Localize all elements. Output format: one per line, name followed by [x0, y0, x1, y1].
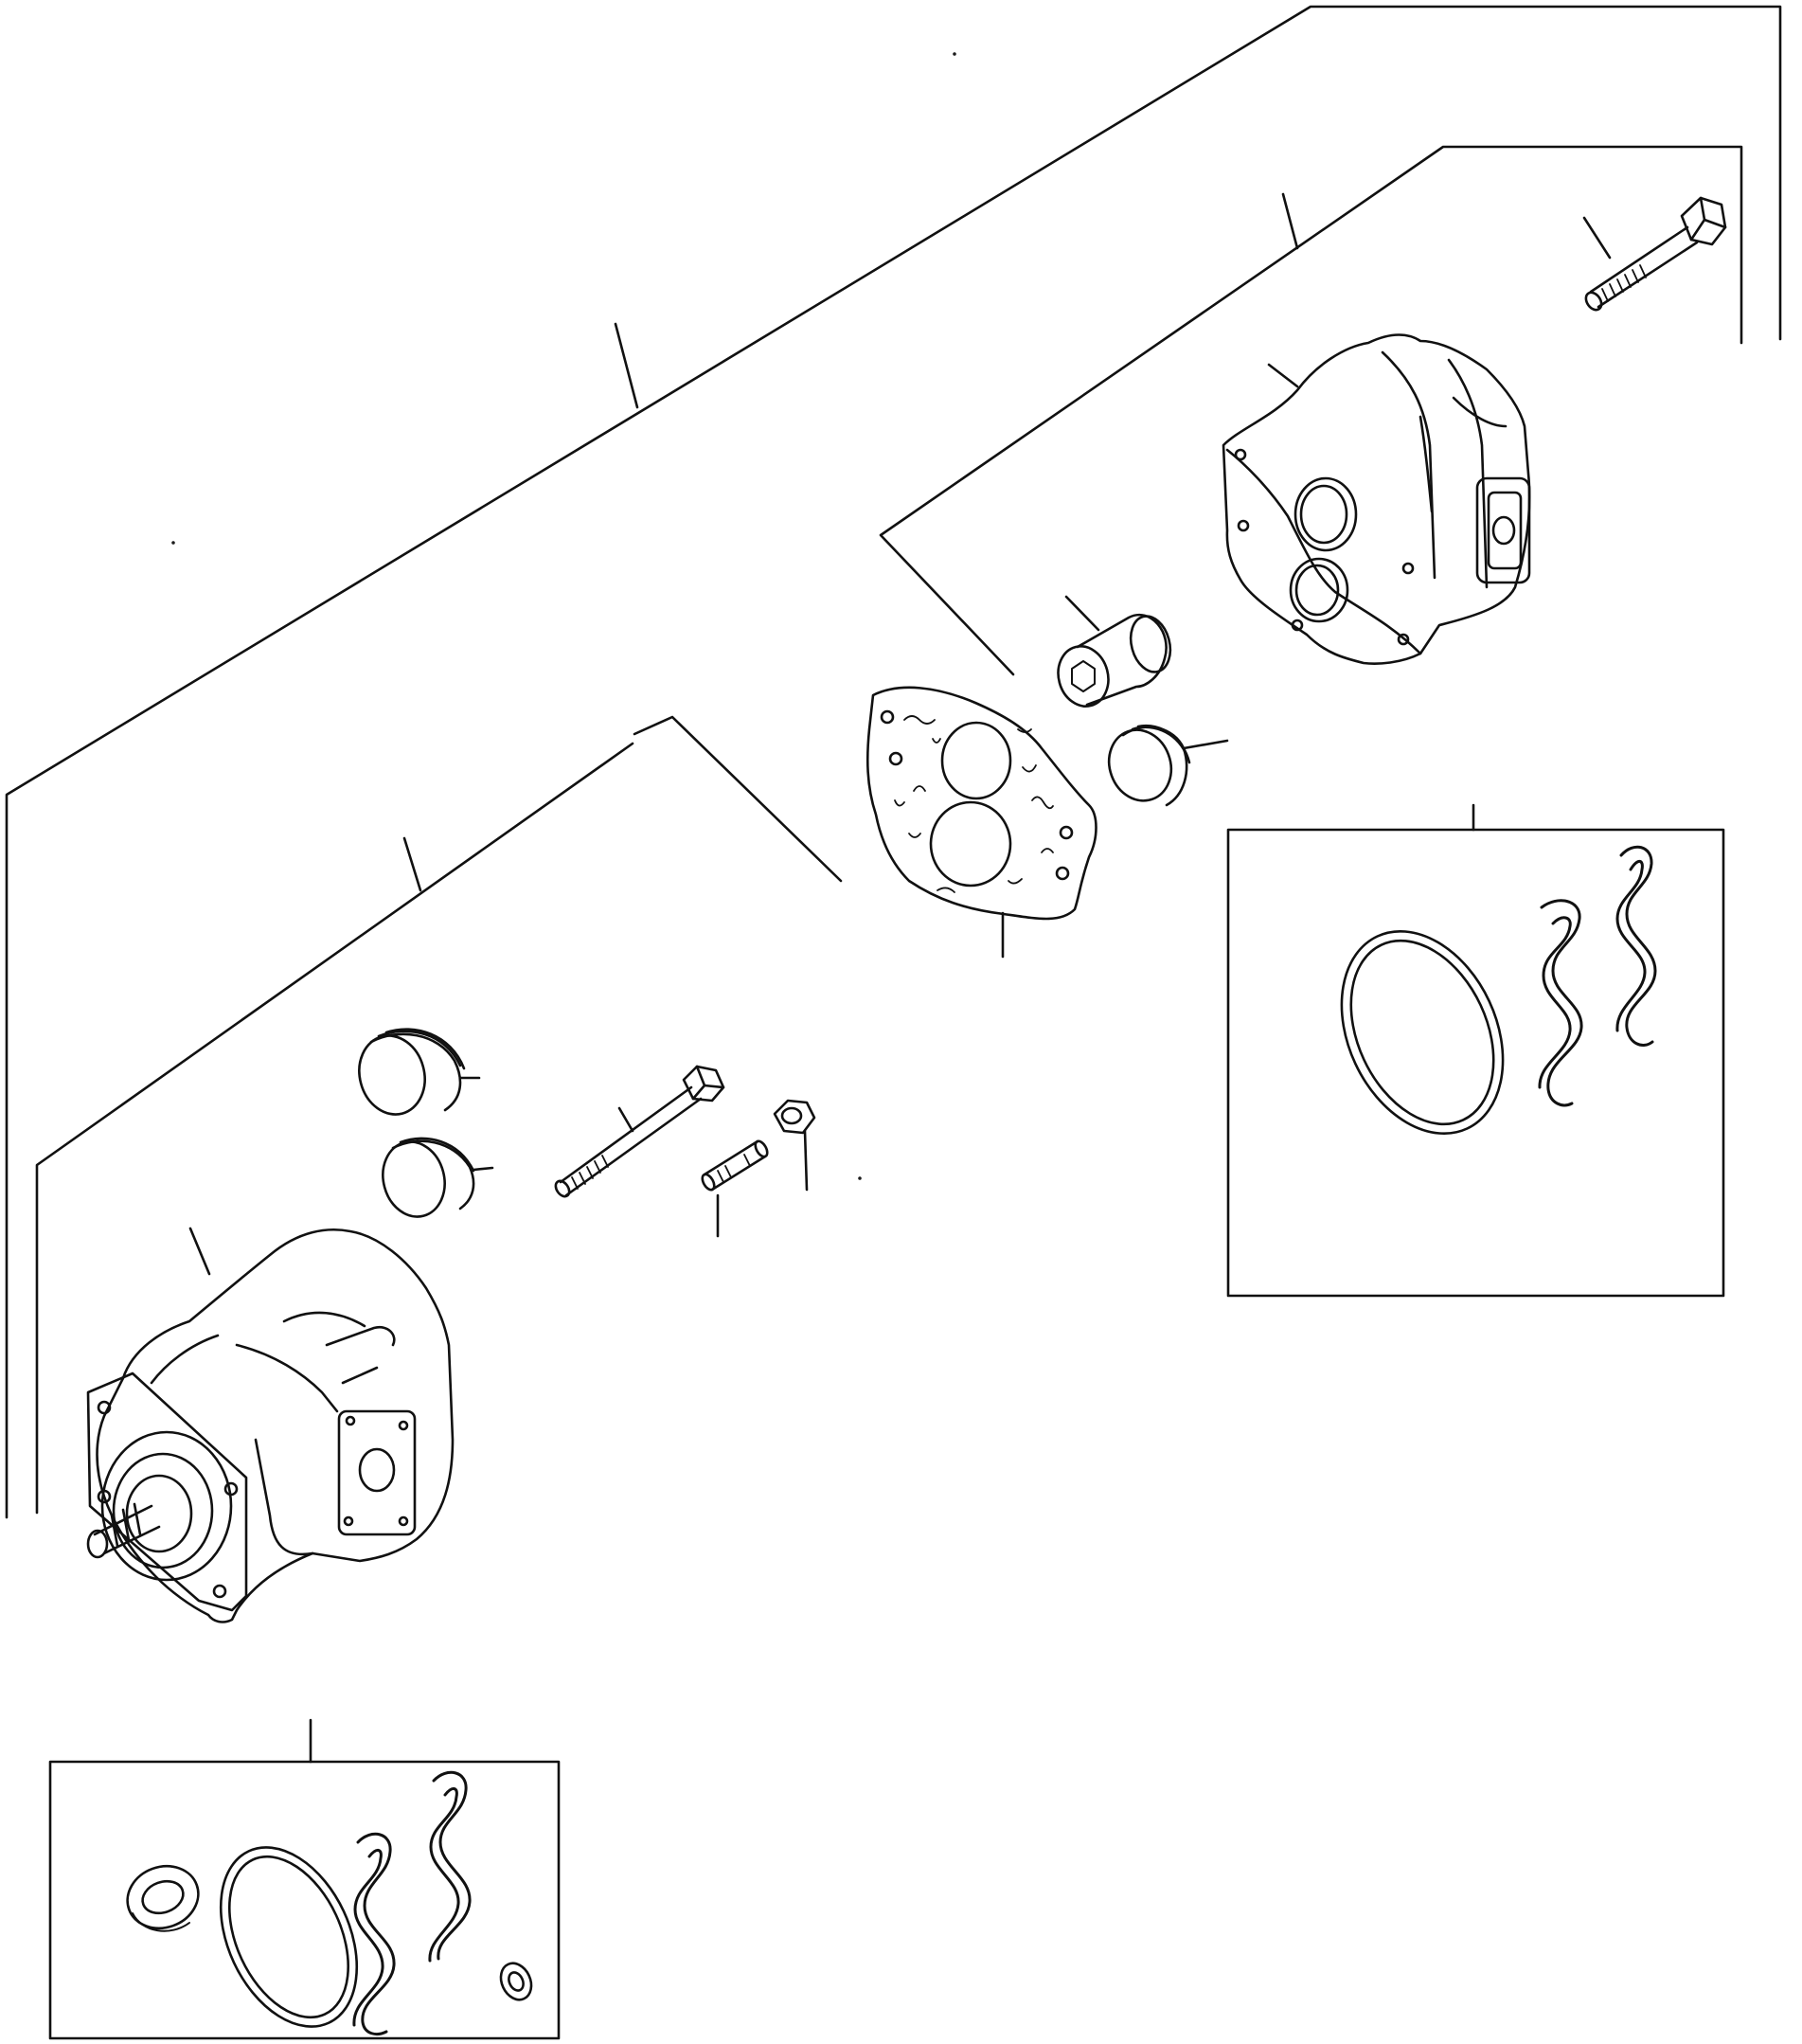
stud [701, 1139, 769, 1238]
oil-seal [126, 1864, 200, 1932]
leader-line [402, 836, 422, 892]
side-port-block [1475, 476, 1531, 584]
leader-line [614, 322, 639, 409]
nut [773, 1099, 816, 1192]
backup-ring-right [432, 1770, 472, 1961]
spline-coupling [1057, 595, 1172, 708]
backup-ring-left [356, 1832, 396, 2035]
port-upper [1294, 476, 1358, 552]
side-port-block [337, 1409, 417, 1536]
scan-specks [171, 52, 956, 1180]
bushing-front-upper [358, 1028, 481, 1116]
backup-ring-left [1540, 899, 1583, 1107]
backup-ring-right [1619, 845, 1657, 1047]
through-bolt [554, 1065, 725, 1198]
o-ring [219, 1846, 359, 2028]
front-section-bracket [35, 715, 843, 1515]
rear-section-bracket [879, 145, 1743, 676]
leader-line [1281, 192, 1299, 250]
bushing-front-lower [382, 1137, 494, 1218]
front-pump-housing [86, 1227, 455, 1623]
bushing-rear [1107, 724, 1229, 807]
gasket [865, 686, 1097, 959]
small-o-ring [499, 1962, 533, 2001]
o-ring [1340, 929, 1505, 1136]
seal-kit-front [48, 1718, 561, 2040]
mounting-flange [100, 1430, 233, 1582]
pump-assembly-bracket [5, 5, 1782, 1519]
mounting-bolt [1582, 196, 1727, 312]
drive-shaft [86, 1502, 161, 1559]
port-lower [1289, 557, 1349, 623]
seal-kit-rear [1226, 803, 1725, 1298]
rear-pump-housing [1222, 333, 1531, 665]
